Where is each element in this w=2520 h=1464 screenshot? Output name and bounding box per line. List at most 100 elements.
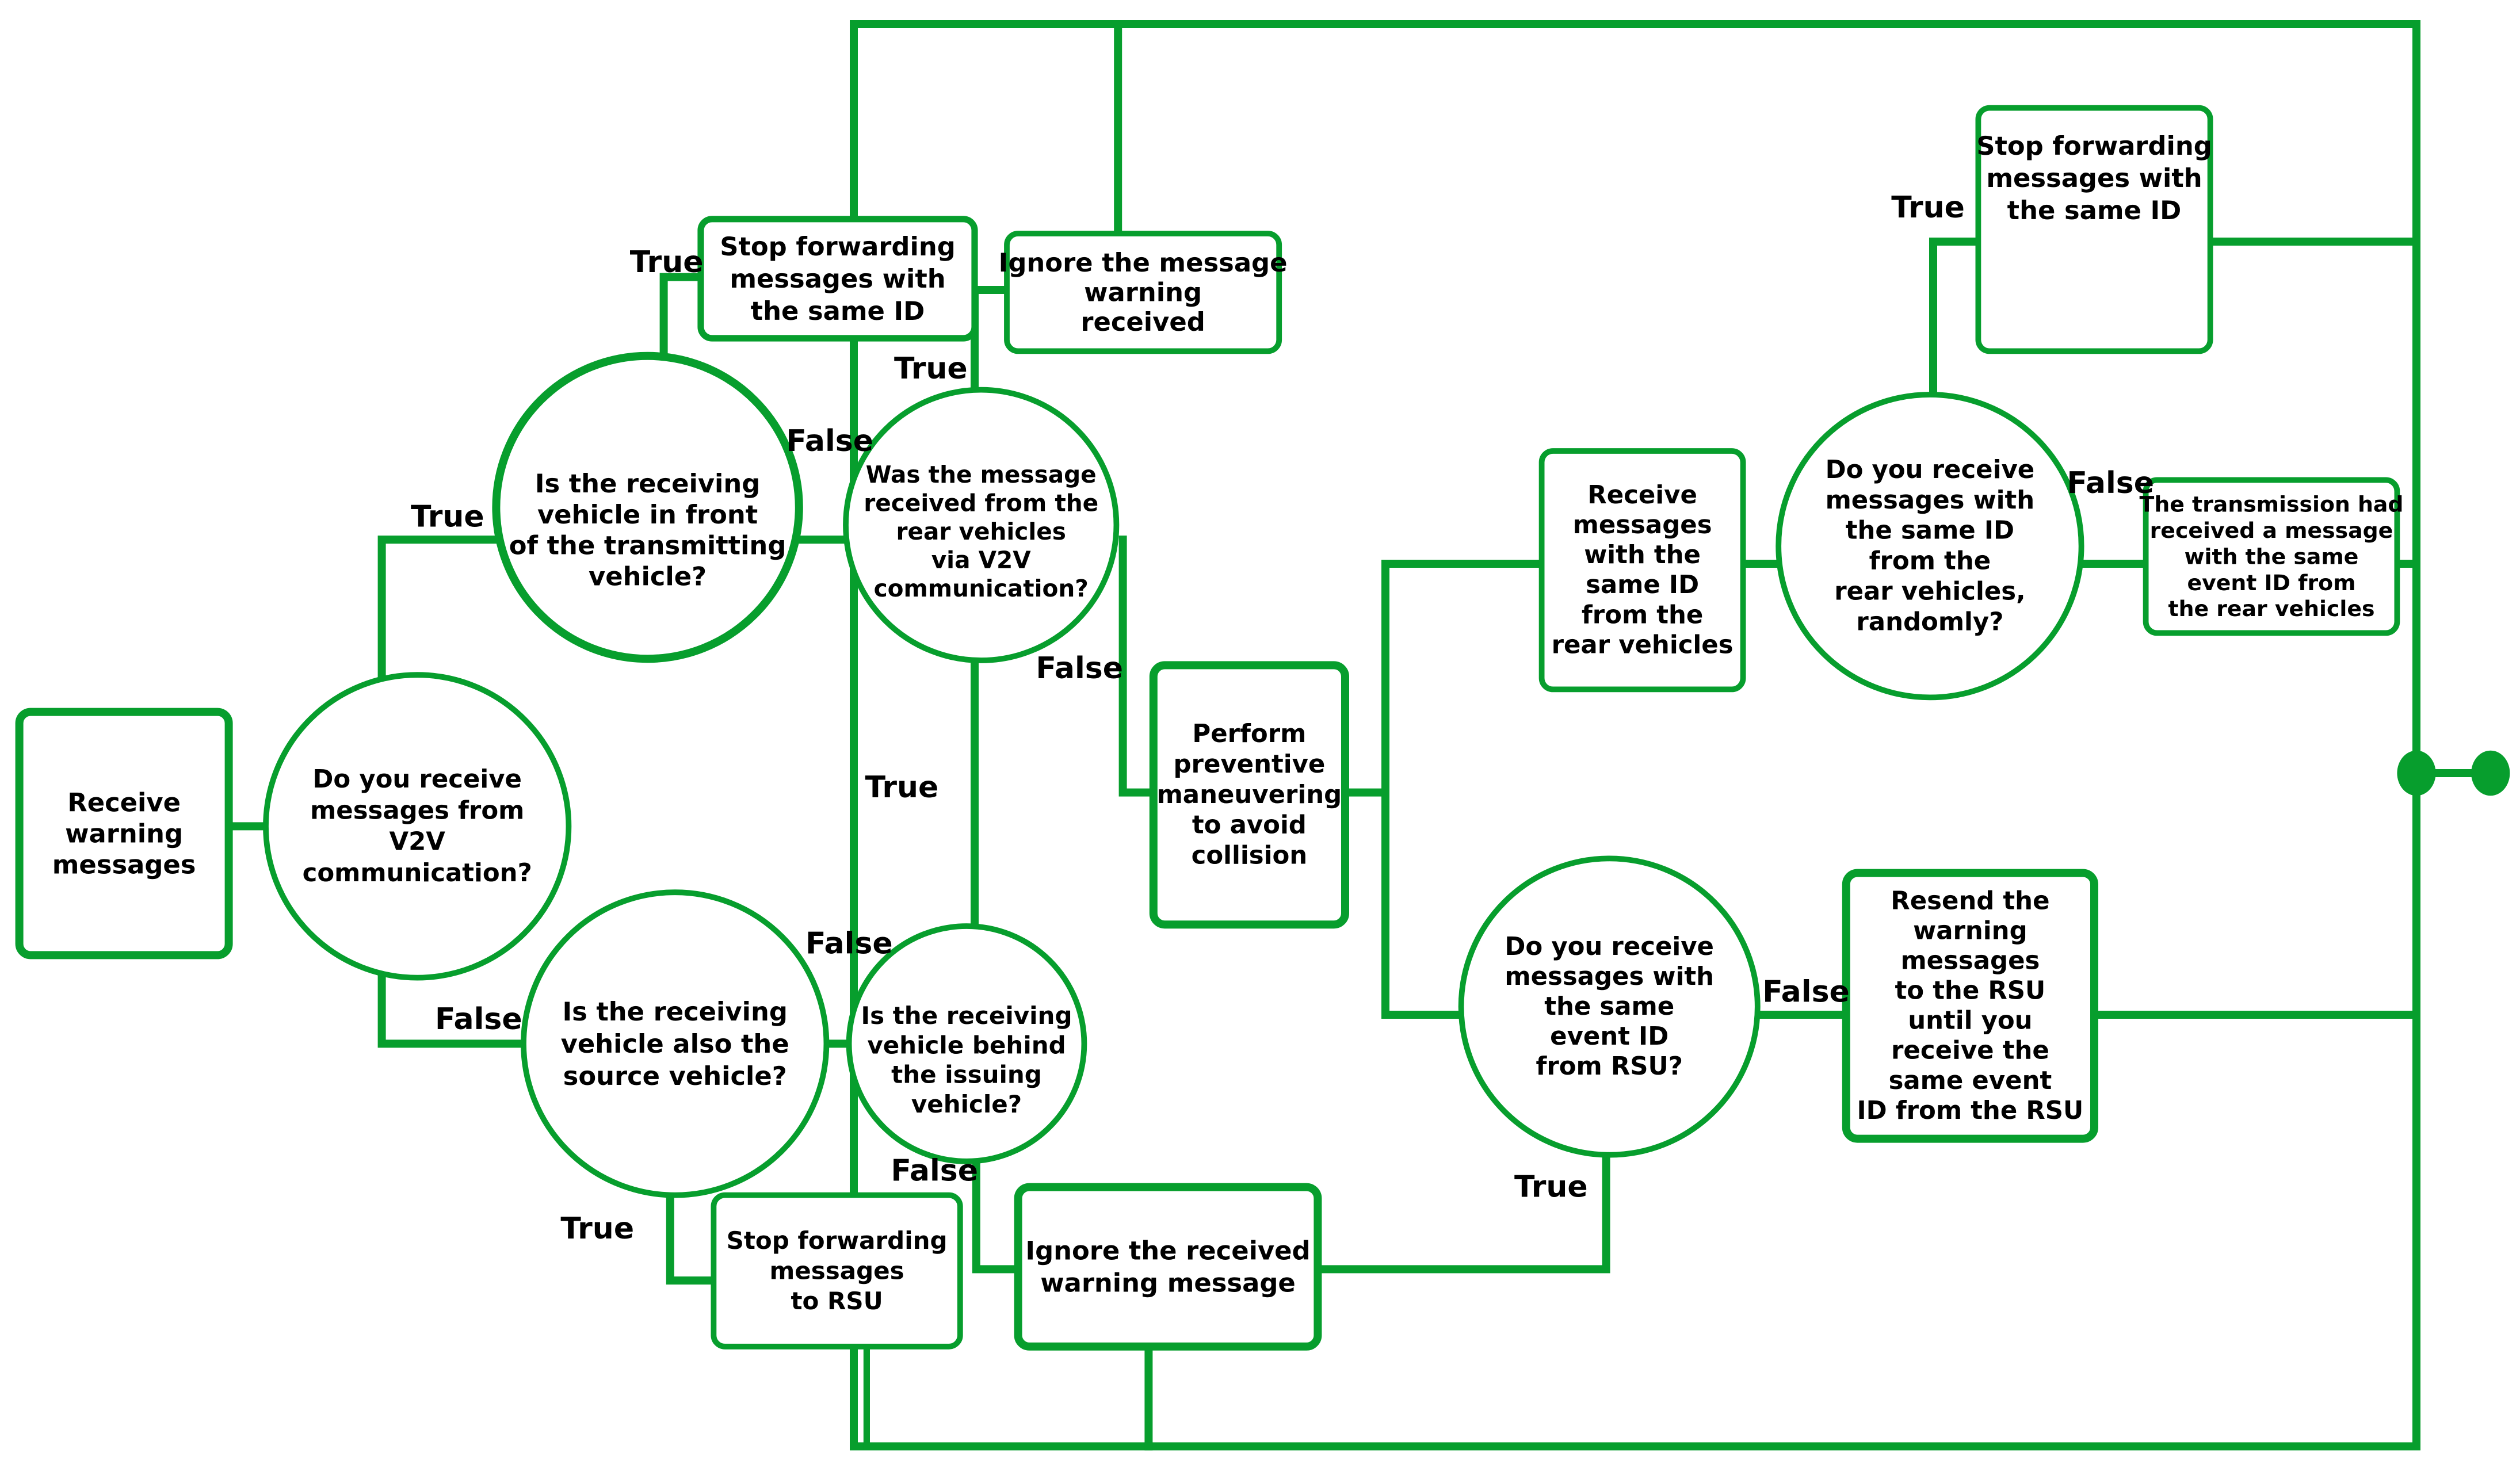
node-label-line: collision <box>1192 842 1308 870</box>
node-shape <box>1014 1183 1322 1351</box>
node-shape <box>1776 392 2084 701</box>
label-false-rear-v2v: False <box>1036 651 1123 686</box>
node-label-line: messages with <box>1826 486 2035 515</box>
node-label-line: V2V <box>390 828 446 857</box>
node-label-line: Stop forwarding <box>1976 131 2212 161</box>
node-label-line: event ID <box>1550 1022 1668 1051</box>
node-label-line: the issuing <box>891 1061 1042 1089</box>
node-label-line: vehicle? <box>589 561 707 591</box>
node-label-line: messages with <box>1505 962 1714 991</box>
node-shape <box>1149 661 1350 929</box>
node-label-line: from RSU? <box>1536 1052 1682 1081</box>
label-true-behind: True <box>865 770 939 805</box>
node-label-line: randomly? <box>1856 608 2003 637</box>
node-label-line: of the transmitting <box>509 530 786 561</box>
node-label-line: warning <box>65 819 183 849</box>
node-label-line: preventive <box>1173 750 1325 779</box>
node-shape <box>1458 855 1761 1158</box>
node-label-line: messages <box>1900 946 2040 975</box>
node-label-line: Do you receive <box>1505 932 1714 961</box>
edge-labels: TrueFalseTrueFalseTrueFalseTrueFalseTrue… <box>411 190 2154 1246</box>
node-label-line: via V2V <box>931 546 1032 574</box>
label-true-in-front: True <box>630 245 704 280</box>
terminal-dot-left <box>2397 750 2436 796</box>
node-label-line: messages with <box>730 263 945 294</box>
node-label-line: warning message <box>1040 1268 1296 1298</box>
node-label-line: messages <box>770 1257 904 1285</box>
connector-lines <box>224 20 2510 1451</box>
label-false-in-front: False <box>786 424 873 458</box>
node-label-line: Resend the <box>1891 886 2049 915</box>
label-true-source: True <box>560 1211 634 1246</box>
node-label-line: to avoid <box>1192 811 1307 840</box>
label-false-v2v: False <box>435 1002 522 1037</box>
label-true-random: True <box>1891 190 1965 225</box>
node-label-line: Is the receiving <box>535 468 761 499</box>
label-true-rsu: True <box>1514 1169 1588 1204</box>
node-shape <box>492 351 803 663</box>
node-label-line: source vehicle? <box>563 1061 787 1091</box>
node-label-line: rear vehicles <box>896 518 1066 545</box>
node-shape <box>843 387 1120 663</box>
node-label-line: until you <box>1908 1007 2032 1035</box>
node-label-line: same event <box>1889 1067 2052 1095</box>
node-label-line: Do you receive <box>312 765 522 794</box>
node-label-line: from the <box>1869 547 1991 576</box>
node-label-line: vehicle also the <box>561 1029 789 1059</box>
node-label-line: the same ID <box>2007 195 2182 225</box>
edge-behind-false <box>972 1149 1022 1274</box>
node-shape <box>2143 477 2400 636</box>
node-label-line: vehicle? <box>911 1090 1022 1118</box>
node-label-line: to the RSU <box>1895 977 2046 1006</box>
node-label-line: communication? <box>874 575 1089 602</box>
node-label-line: the same ID <box>751 296 925 326</box>
label-false-rsu: False <box>1762 975 1850 1010</box>
node-label-line: event ID from <box>2187 570 2355 595</box>
node-label-line: The transmission had <box>2140 492 2404 517</box>
node-label-line: Stop forwarding <box>727 1226 948 1255</box>
node-label-line: Is the receiving <box>861 1002 1072 1030</box>
edge-ignore-to-rsu-true <box>1314 1152 1610 1274</box>
node-label-line: rear vehicles <box>1552 630 1734 659</box>
node-label-line: vehicle behind <box>867 1031 1066 1059</box>
node-label-line: Ignore the message <box>999 247 1288 278</box>
node-label-line: messages with <box>1986 163 2202 193</box>
node-label-line: Ignore the received <box>1025 1236 1310 1266</box>
edge-rear-false <box>1118 536 1158 797</box>
node-label-line: rear vehicles, <box>1834 578 2025 606</box>
node-label-line: to RSU <box>791 1287 883 1315</box>
node-shape <box>697 216 978 342</box>
node-label-line: communication? <box>303 859 532 888</box>
edge-v2v-true <box>377 536 501 681</box>
node-label-line: Was the message <box>866 461 1097 488</box>
node-label-line: the same <box>1544 992 1674 1021</box>
node-label-line: messages <box>1573 511 1712 540</box>
node-shape <box>521 889 830 1198</box>
node-label-line: vehicle in front <box>537 499 758 530</box>
label-false-source: False <box>805 927 893 961</box>
node-shape <box>1842 869 2099 1143</box>
